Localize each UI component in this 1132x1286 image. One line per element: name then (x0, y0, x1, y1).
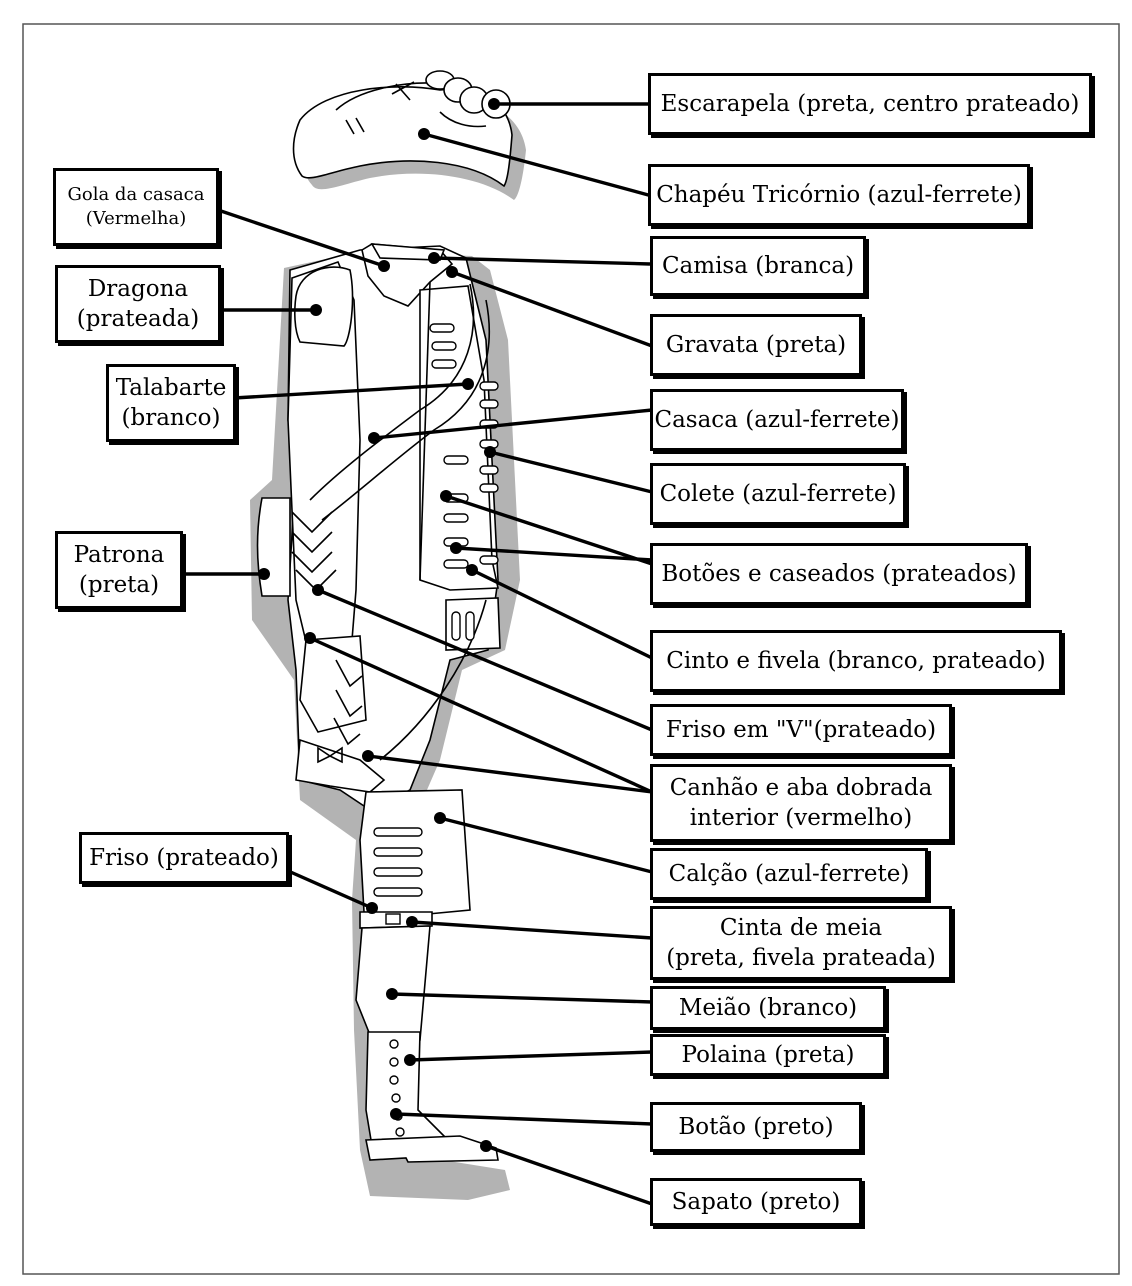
label-friso-v: Friso em "V"(prateado) (650, 704, 952, 756)
label-meiao: Meião (branco) (650, 986, 886, 1030)
label-casaca: Casaca (azul-ferrete) (650, 389, 904, 451)
label-canhao-line2: interior (vermelho) (690, 803, 913, 833)
label-gravata: Gravata (preta) (650, 314, 862, 376)
label-cinto-text: Cinto e fivela (branco, prateado) (666, 646, 1046, 676)
label-friso-text: Friso (prateado) (89, 843, 279, 873)
label-botao-text: Botão (preto) (678, 1112, 833, 1142)
label-patrona-line2: (preta) (79, 570, 159, 600)
label-sapato: Sapato (preto) (650, 1178, 862, 1226)
label-patrona-line1: Patrona (74, 540, 165, 570)
label-cinto: Cinto e fivela (branco, prateado) (650, 630, 1062, 692)
label-talabarte-line1: Talabarte (116, 373, 227, 403)
label-botao: Botão (preto) (650, 1102, 862, 1152)
label-calcao-text: Calção (azul-ferrete) (669, 859, 910, 889)
label-colete-text: Colete (azul-ferrete) (660, 479, 897, 509)
label-dragona-line2: (prateada) (77, 304, 199, 334)
label-friso: Friso (prateado) (79, 832, 289, 884)
label-polaina-text: Polaina (preta) (682, 1040, 855, 1070)
label-chapeu-text: Chapéu Tricórnio (azul-ferrete) (656, 180, 1022, 210)
label-chapeu: Chapéu Tricórnio (azul-ferrete) (648, 164, 1030, 226)
label-camisa-text: Camisa (branca) (662, 251, 854, 281)
label-cinta: Cinta de meia(preta, fivela prateada) (650, 906, 952, 980)
label-talabarte: Talabarte(branco) (106, 364, 236, 442)
label-friso-v-text: Friso em "V"(prateado) (666, 715, 936, 745)
label-dragona-line1: Dragona (88, 274, 188, 304)
label-dragona: Dragona(prateada) (55, 265, 221, 343)
label-cinta-line2: (preta, fivela prateada) (666, 943, 936, 973)
cartridge-box (258, 498, 291, 596)
label-polaina: Polaina (preta) (650, 1034, 886, 1076)
label-sapato-text: Sapato (preto) (672, 1187, 841, 1217)
label-gola-line2: (Vermelha) (86, 207, 186, 231)
label-escarapela-text: Escarapela (preta, centro prateado) (661, 89, 1080, 119)
label-gola-line1: Gola da casaca (68, 183, 205, 207)
label-escarapela: Escarapela (preta, centro prateado) (648, 73, 1092, 135)
label-patrona: Patrona(preta) (55, 531, 183, 609)
label-talabarte-line2: (branco) (122, 403, 221, 433)
label-cinta-line1: Cinta de meia (720, 913, 882, 943)
label-meiao-text: Meião (branco) (679, 993, 857, 1023)
label-casaca-text: Casaca (azul-ferrete) (654, 405, 899, 435)
label-botoes-text: Botões e caseados (prateados) (661, 559, 1016, 589)
label-canhao-line1: Canhão e aba dobrada (670, 773, 933, 803)
label-calcao: Calção (azul-ferrete) (650, 848, 928, 900)
label-botoes: Botões e caseados (prateados) (650, 543, 1028, 605)
label-camisa: Camisa (branca) (650, 236, 866, 296)
label-gola: Gola da casaca(Vermelha) (53, 168, 219, 246)
label-gravata-text: Gravata (preta) (666, 330, 846, 360)
label-colete: Colete (azul-ferrete) (650, 463, 906, 525)
